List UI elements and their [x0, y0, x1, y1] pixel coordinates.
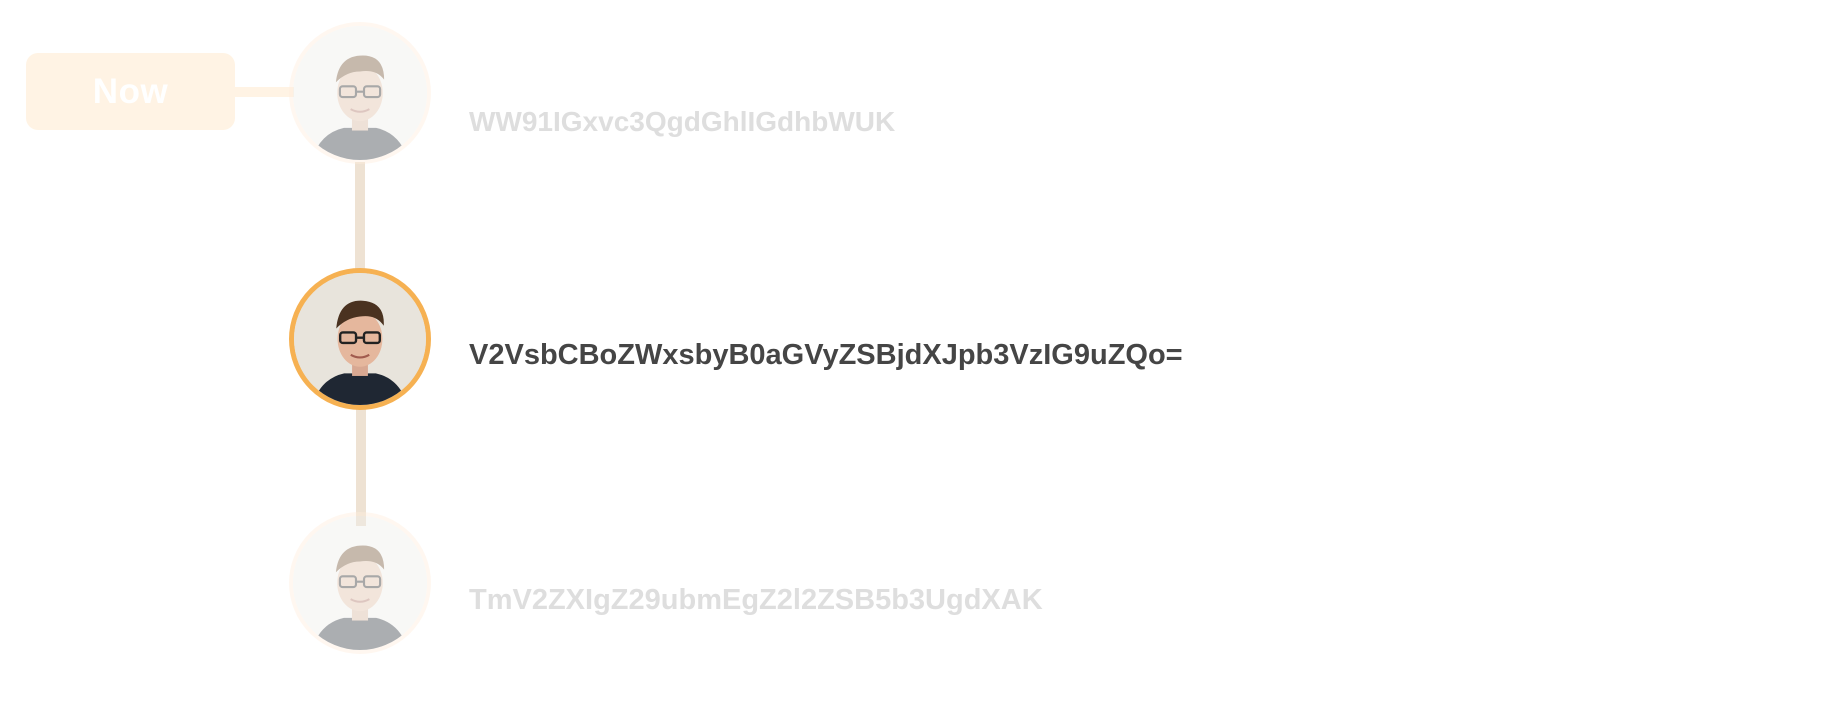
timeline-item-label: TmV2ZXIgZ29ubmEgZ2l2ZSB5b3UgdXAK [469, 584, 1043, 616]
timeline-line [355, 162, 365, 276]
timeline-avatar[interactable] [289, 22, 431, 164]
timeline-avatar-active[interactable] [289, 268, 431, 410]
now-label: Now [92, 71, 169, 111]
now-badge[interactable]: Now [26, 53, 235, 130]
now-connector [234, 87, 294, 97]
timeline-line [356, 406, 366, 526]
avatar-icon [294, 273, 426, 405]
avatar-icon [293, 516, 427, 650]
timeline-item-label: V2VsbCBoZWxsbyB0aGVyZSBjdXJpb3VzIG9uZQo= [469, 339, 1183, 371]
timeline-item-label: WW91IGxvc3QgdGhlIGdhbWUK [469, 106, 896, 137]
avatar-icon [293, 26, 427, 160]
timeline-avatar[interactable] [289, 512, 431, 654]
